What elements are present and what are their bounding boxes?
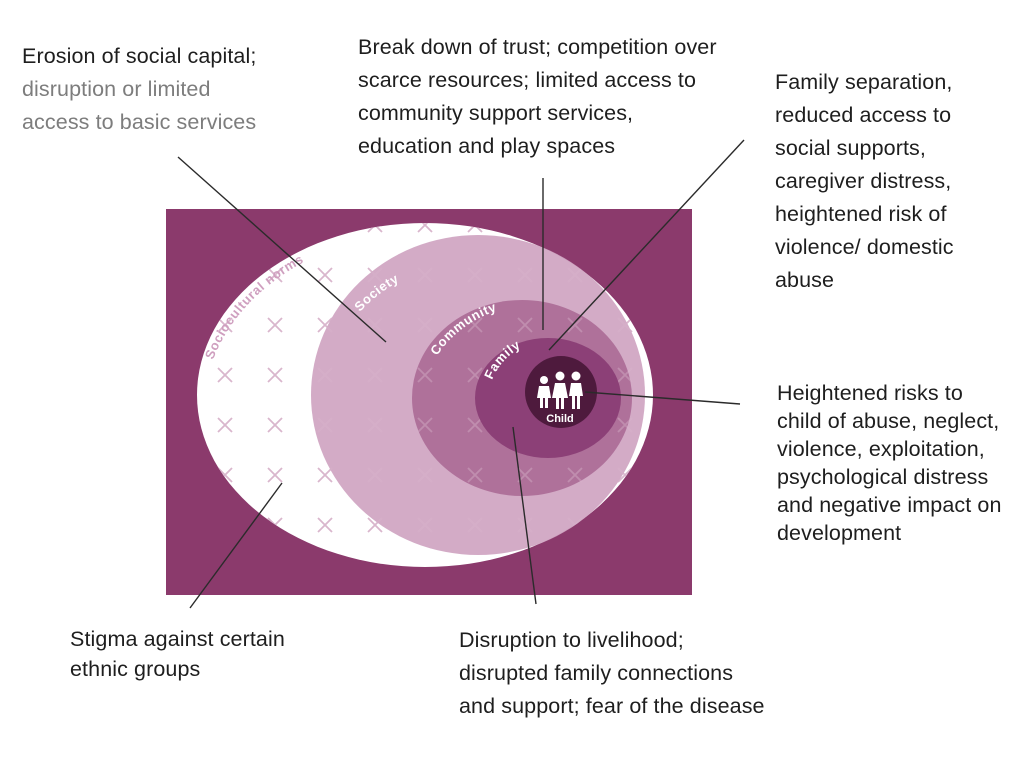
leader-line-social-capital — [177, 156, 387, 343]
annotation-community-trust: Break down of trust; competition over sc… — [358, 35, 717, 158]
leader-line-livelihood — [512, 426, 537, 605]
leader-line-child-risks — [584, 391, 741, 405]
annotation-stigma: Stigma against certain ethnic groups — [70, 627, 285, 681]
leader-line-stigma — [189, 482, 283, 609]
annotation-social-capital-dark: Erosion of social capital; — [22, 44, 257, 68]
annotation-livelihood: Disruption to livelihood; disrupted fami… — [459, 628, 765, 718]
child-label: Child — [546, 413, 574, 425]
leader-lines — [177, 139, 745, 609]
annotation-family-separation: Family separation, reduced access to soc… — [775, 70, 954, 292]
annotation-child-risks: Heightened risks to child of abuse, negl… — [777, 381, 1002, 545]
annotation-social-capital-muted: disruption or limited access to basic se… — [22, 77, 257, 134]
child-figures-icon — [537, 371, 583, 409]
annotation-social-capital: Erosion of social capital; disruption or… — [22, 40, 257, 139]
leader-line-family-separation — [548, 139, 745, 351]
